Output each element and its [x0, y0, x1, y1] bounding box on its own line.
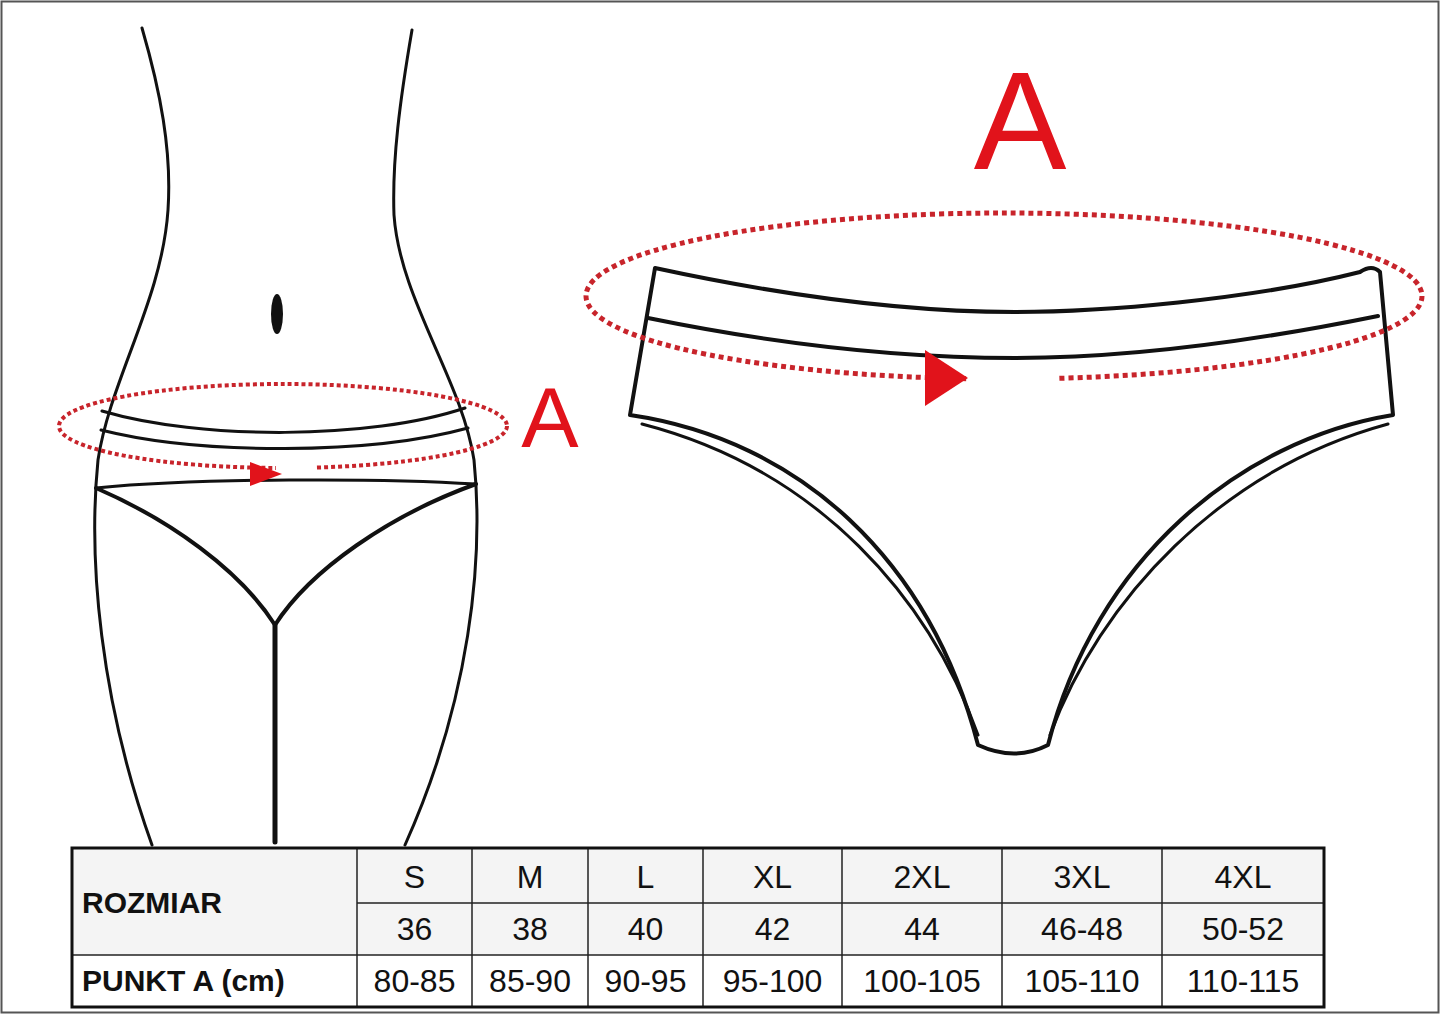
measure-loop — [59, 384, 507, 486]
size-letter-cell: L — [637, 861, 655, 893]
measurement-cell: 90-95 — [605, 965, 687, 997]
row-header: PUNKT A (cm) — [82, 966, 285, 996]
size-number-cell-box: 42 — [703, 903, 842, 955]
measure-point-label-box: A — [505, 372, 595, 462]
size-number-cell-box: 50-52 — [1162, 903, 1324, 955]
size-letter-cell: 4XL — [1215, 861, 1272, 893]
row-header: ROZMIAR — [82, 888, 222, 918]
row-header-box: ROZMIAR — [74, 850, 357, 955]
size-letter-cell: 2XL — [894, 861, 951, 893]
measurement-cell: 85-90 — [489, 965, 571, 997]
body-figure — [95, 28, 477, 845]
size-letter-cell-box: 2XL — [842, 850, 1002, 903]
measurement-cell-box: 100-105 — [842, 955, 1002, 1007]
size-letter-cell: 3XL — [1054, 861, 1111, 893]
measurement-cell-box: 90-95 — [588, 955, 703, 1007]
size-letter-cell-box: XL — [703, 850, 842, 903]
navel — [271, 294, 283, 334]
size-letter-cell-box: L — [588, 850, 703, 903]
measurement-cell: 110-115 — [1187, 965, 1300, 997]
size-letter-cell: S — [404, 861, 425, 893]
measurement-cell: 80-85 — [374, 965, 456, 997]
size-number-cell: 42 — [755, 913, 791, 945]
measure-point-label: A — [974, 51, 1067, 190]
measurement-cell-box: 80-85 — [357, 955, 472, 1007]
size-number-cell-box: 46-48 — [1002, 903, 1162, 955]
size-number-cell: 36 — [397, 913, 433, 945]
measurement-cell: 100-105 — [863, 965, 980, 997]
size-letter-cell-box: 3XL — [1002, 850, 1162, 903]
row-header-box: PUNKT A (cm) — [74, 955, 357, 1007]
size-letter-cell: XL — [753, 861, 792, 893]
size-number-cell: 46-48 — [1041, 913, 1123, 945]
measurement-cell-box: 105-110 — [1002, 955, 1162, 1007]
size-number-cell: 40 — [628, 913, 664, 945]
measurement-cell: 95-100 — [723, 965, 823, 997]
size-table — [72, 848, 1324, 1007]
body-underwear — [96, 408, 476, 842]
size-number-cell-box: 36 — [357, 903, 472, 955]
underwear-drawing — [630, 268, 1393, 754]
size-number-cell-box: 38 — [472, 903, 588, 955]
size-number-cell: 38 — [512, 913, 548, 945]
measure-point-label-box: A — [940, 50, 1100, 190]
size-number-cell-box: 44 — [842, 903, 1002, 955]
size-number-cell: 50-52 — [1202, 913, 1284, 945]
measurement-cell: 105-110 — [1024, 965, 1139, 997]
size-number-cell-box: 40 — [588, 903, 703, 955]
size-number-cell: 44 — [904, 913, 940, 945]
measure-loop — [586, 213, 1422, 406]
size-letter-cell-box: M — [472, 850, 588, 903]
size-letter-cell-box: 4XL — [1162, 850, 1324, 903]
measurement-cell-box: 110-115 — [1162, 955, 1324, 1007]
measurement-cell-box: 95-100 — [703, 955, 842, 1007]
size-letter-cell: M — [517, 861, 544, 893]
size-letter-cell-box: S — [357, 850, 472, 903]
measure-point-label: A — [521, 374, 578, 460]
measurement-cell-box: 85-90 — [472, 955, 588, 1007]
